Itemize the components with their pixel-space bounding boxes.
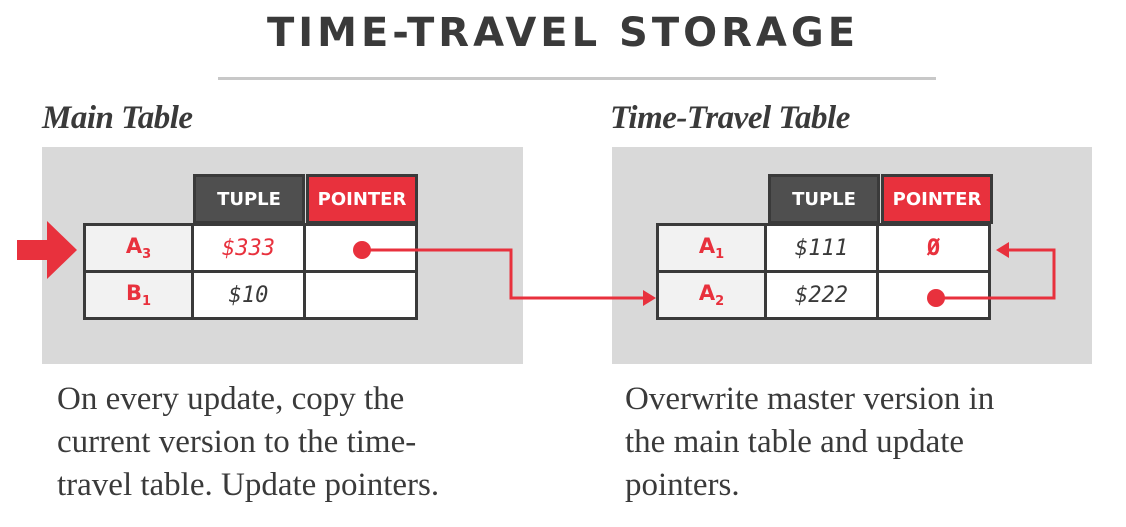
pointer-cell: Ø xyxy=(876,223,991,273)
row-key: A1 xyxy=(656,223,767,273)
tuple-value: $10 xyxy=(191,270,306,320)
row-key: A2 xyxy=(656,270,767,320)
main-table-tuple-header: TUPLE xyxy=(193,174,305,224)
pointer-cell xyxy=(303,270,418,320)
arrowhead-icon xyxy=(643,290,656,306)
caption-line: Overwrite master version in xyxy=(625,381,995,417)
time-travel-pointer-header: POINTER xyxy=(881,174,993,224)
arrowhead-icon xyxy=(996,242,1009,258)
title-divider xyxy=(218,77,936,80)
main-table-pointer-header: POINTER xyxy=(306,174,418,224)
table-row: A1 $111 Ø xyxy=(656,223,991,273)
time-travel-table-caption: Overwrite master version in the main tab… xyxy=(625,378,994,507)
time-travel-table-heading: Time-Travel Table xyxy=(610,100,850,136)
time-travel-tuple-header: TUPLE xyxy=(768,174,880,224)
caption-line: pointers. xyxy=(625,467,740,503)
caption-line: current version to the time- xyxy=(57,424,417,460)
table-row: A2 $222 xyxy=(656,270,991,320)
caption-line: the main table and update xyxy=(625,424,965,460)
main-table-heading: Main Table xyxy=(42,100,193,136)
current-version-arrow-icon xyxy=(17,221,77,279)
main-table-caption: On every update, copy the current versio… xyxy=(57,378,439,507)
pointer-line xyxy=(936,248,1056,300)
row-key: B1 xyxy=(83,270,194,320)
row-key: A3 xyxy=(83,223,194,273)
caption-line: On every update, copy the xyxy=(57,381,405,417)
tuple-value: $111 xyxy=(764,223,879,273)
time-travel-table: A1 $111 Ø A2 $222 xyxy=(656,223,991,320)
table-row: B1 $10 xyxy=(83,270,418,320)
tuple-value: $222 xyxy=(764,270,879,320)
tuple-value: $333 xyxy=(191,223,306,273)
page-title: TIME-TRAVEL STORAGE xyxy=(266,10,860,56)
pointer-line xyxy=(362,248,645,300)
caption-line: travel table. Update pointers. xyxy=(57,467,440,503)
